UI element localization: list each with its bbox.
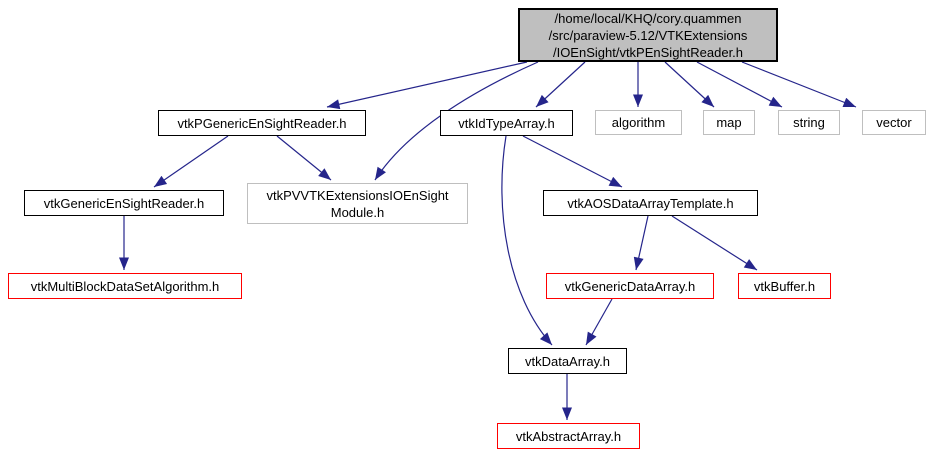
edge-aos-to-buffer [671,215,758,271]
node-vtkGenericDataArray[interactable]: vtkGenericDataArray.h [546,273,714,299]
edge-idtype-to-dataarray [501,135,553,346]
node-label: map [716,115,742,130]
edge-pgeneric-to-generic [153,135,229,188]
edge-main-to-pgeneric [326,61,528,110]
edge-genericdata-to-dataarray [585,298,613,346]
node-algorithm: algorithm [595,110,682,135]
node-vtkIdTypeArray[interactable]: vtkIdTypeArray.h [440,110,573,136]
node-vtkMultiBlockDataSetAlgorithm[interactable]: vtkMultiBlockDataSetAlgorithm.h [8,273,242,299]
edge-main-to-idtype [535,61,586,108]
node-label: algorithm [611,115,666,130]
node-vtkPEnSightReader-current-file: /home/local/KHQ/cory.quammen /src/paravi… [518,8,778,62]
edge-main-to-string [696,61,783,108]
node-label-line: Module.h [330,204,385,220]
node-vtkPVVTKExtensionsIOEnSightModule: vtkPVVTKExtensionsIOEnSight Module.h [247,183,468,224]
node-label: vtkAOSDataArrayTemplate.h [567,195,734,211]
node-label: string [793,115,825,130]
edge-aos-to-genericdata [633,215,649,271]
node-vtkPGenericEnSightReader[interactable]: vtkPGenericEnSightReader.h [158,110,366,136]
node-label-line: vtkPVVTKExtensionsIOEnSight [266,187,449,203]
node-vtkAOSDataArrayTemplate[interactable]: vtkAOSDataArrayTemplate.h [543,190,758,216]
node-label: vtkIdTypeArray.h [458,115,555,131]
node-vtkDataArray[interactable]: vtkDataArray.h [508,348,627,374]
node-label: vtkGenericEnSightReader.h [43,195,205,211]
node-label-line: /home/local/KHQ/cory.quammen [554,10,742,26]
node-label: vtkPGenericEnSightReader.h [177,115,347,131]
node-label: vector [876,115,912,130]
node-vector: vector [862,110,926,135]
node-label-line: /src/paraview-5.12/VTKExtensions [548,27,748,43]
node-map: map [703,110,755,135]
node-vtkGenericEnSightReader[interactable]: vtkGenericEnSightReader.h [24,190,224,216]
node-string: string [778,110,840,135]
node-vtkBuffer[interactable]: vtkBuffer.h [738,273,831,299]
node-label: vtkMultiBlockDataSetAlgorithm.h [30,278,220,294]
node-label: vtkBuffer.h [753,278,816,294]
node-vtkAbstractArray[interactable]: vtkAbstractArray.h [497,423,640,449]
edge-main-to-vector [741,61,857,108]
edge-idtype-to-aos [522,135,623,188]
node-label: vtkDataArray.h [524,353,610,369]
node-label: vtkGenericDataArray.h [564,278,696,294]
edge-main-to-map [664,61,715,108]
node-label: vtkAbstractArray.h [515,428,622,444]
edge-pgeneric-to-module [276,135,332,181]
node-label-line: /IOEnSight/vtkPEnSightReader.h [552,44,744,60]
